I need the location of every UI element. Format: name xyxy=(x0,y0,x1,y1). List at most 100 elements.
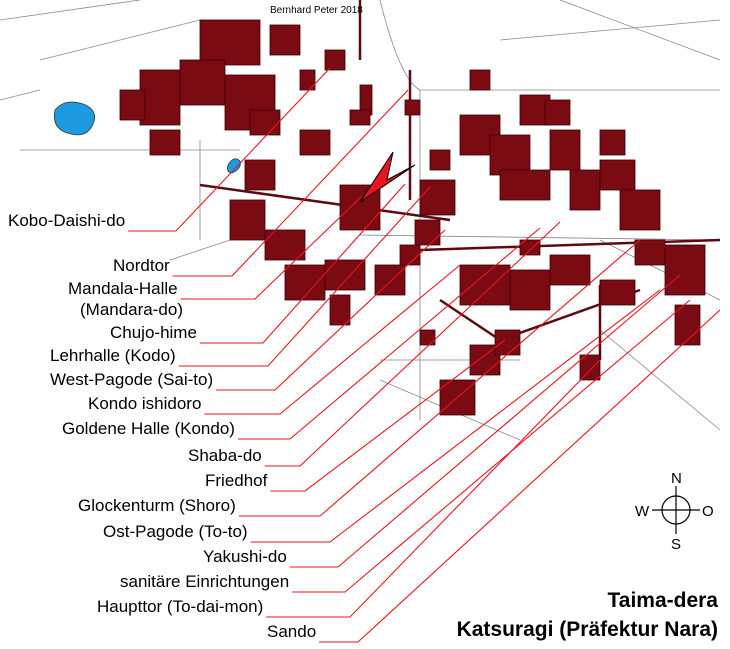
road xyxy=(0,89,41,101)
map-label: Goldene Halle (Kondo) xyxy=(62,419,235,438)
leader-line xyxy=(264,221,561,467)
map-label: Ost-Pagode (To-to) xyxy=(103,522,248,541)
road xyxy=(359,234,721,241)
building xyxy=(599,279,636,306)
building xyxy=(349,109,371,126)
leader-line xyxy=(128,67,331,232)
map-label: Haupttor (To-dai-mon) xyxy=(97,597,263,616)
credit: Bernhard Peter 2018 xyxy=(270,5,363,16)
building xyxy=(404,99,421,116)
map-label: Chujo-hime xyxy=(110,323,197,342)
pond xyxy=(53,101,96,136)
building xyxy=(469,69,491,91)
road xyxy=(169,239,231,261)
leader-line xyxy=(199,183,406,344)
building xyxy=(149,129,181,156)
building xyxy=(414,219,441,246)
road xyxy=(379,0,720,91)
leader-line xyxy=(319,309,721,643)
pond-small xyxy=(227,158,241,174)
building xyxy=(499,169,551,201)
road xyxy=(0,0,141,21)
building xyxy=(119,89,146,121)
leader-lines xyxy=(128,67,721,643)
map-label: Shaba-do xyxy=(188,446,262,465)
map-label: Yakushi-do xyxy=(203,547,287,566)
leader-line xyxy=(289,274,681,568)
building xyxy=(579,354,601,381)
road xyxy=(559,0,721,61)
building xyxy=(674,304,701,346)
building xyxy=(544,99,571,126)
building xyxy=(244,159,276,191)
building xyxy=(569,169,601,211)
building xyxy=(549,129,581,171)
map-label: sanitäre Einrichtungen xyxy=(120,572,289,591)
building xyxy=(139,69,181,126)
building xyxy=(329,294,351,326)
building xyxy=(419,329,436,346)
leader-line xyxy=(292,299,691,593)
map-title: Taima-dera xyxy=(608,589,719,612)
map-label: West-Pagode (Sai-to) xyxy=(50,370,213,389)
road xyxy=(599,329,721,431)
building xyxy=(284,264,326,301)
map-label: Glockenturm (Shoro) xyxy=(78,496,236,515)
leader-line xyxy=(216,229,446,391)
leader-line xyxy=(270,339,506,492)
compass-icon: N S W O xyxy=(635,470,714,553)
wall xyxy=(199,183,451,222)
building xyxy=(249,109,281,136)
compass-east: O xyxy=(702,503,714,520)
compass-west: W xyxy=(635,503,650,520)
building xyxy=(229,199,266,241)
building xyxy=(299,129,331,156)
leader-line xyxy=(172,89,409,277)
building xyxy=(429,149,451,171)
building xyxy=(459,264,511,306)
building xyxy=(399,244,421,266)
leader-line xyxy=(250,289,661,543)
building xyxy=(324,49,346,71)
building xyxy=(299,69,316,91)
building xyxy=(264,229,306,261)
building xyxy=(664,244,706,296)
map-label: Sando xyxy=(267,622,316,641)
building xyxy=(619,189,661,231)
building xyxy=(179,59,226,106)
building xyxy=(599,129,626,156)
leader-line xyxy=(266,359,601,618)
map-label: Mandala-Halle xyxy=(68,279,178,298)
map-label: Friedhof xyxy=(205,471,268,490)
road xyxy=(39,19,201,61)
leader-line xyxy=(237,227,541,440)
map-label: Nordtor xyxy=(113,256,170,275)
building xyxy=(374,264,406,296)
leader-line xyxy=(180,195,363,300)
map-label: Kobo-Daishi-do xyxy=(8,211,125,230)
building xyxy=(509,269,551,311)
building xyxy=(419,179,456,216)
map-label: Kondo ishidoro xyxy=(88,394,201,413)
building xyxy=(494,329,521,356)
building xyxy=(269,24,301,56)
building xyxy=(634,239,666,266)
map-label: Lehrhalle (Kodo) xyxy=(50,346,176,365)
building xyxy=(324,259,366,291)
map-subtitle: Katsuragi (Präfektur Nara) xyxy=(457,618,718,641)
compass-south: S xyxy=(671,536,681,553)
building xyxy=(489,134,531,176)
leader-line xyxy=(204,264,461,415)
compass-north: N xyxy=(671,470,682,487)
leader-line xyxy=(178,186,431,367)
road xyxy=(499,19,721,41)
view-arrow-icon xyxy=(359,151,416,203)
building xyxy=(549,254,591,286)
building xyxy=(599,159,636,191)
building xyxy=(199,19,261,66)
buildings-layer xyxy=(119,19,706,416)
wall xyxy=(419,238,721,252)
building xyxy=(519,239,541,256)
map-label: (Mandara-do) xyxy=(80,300,183,319)
